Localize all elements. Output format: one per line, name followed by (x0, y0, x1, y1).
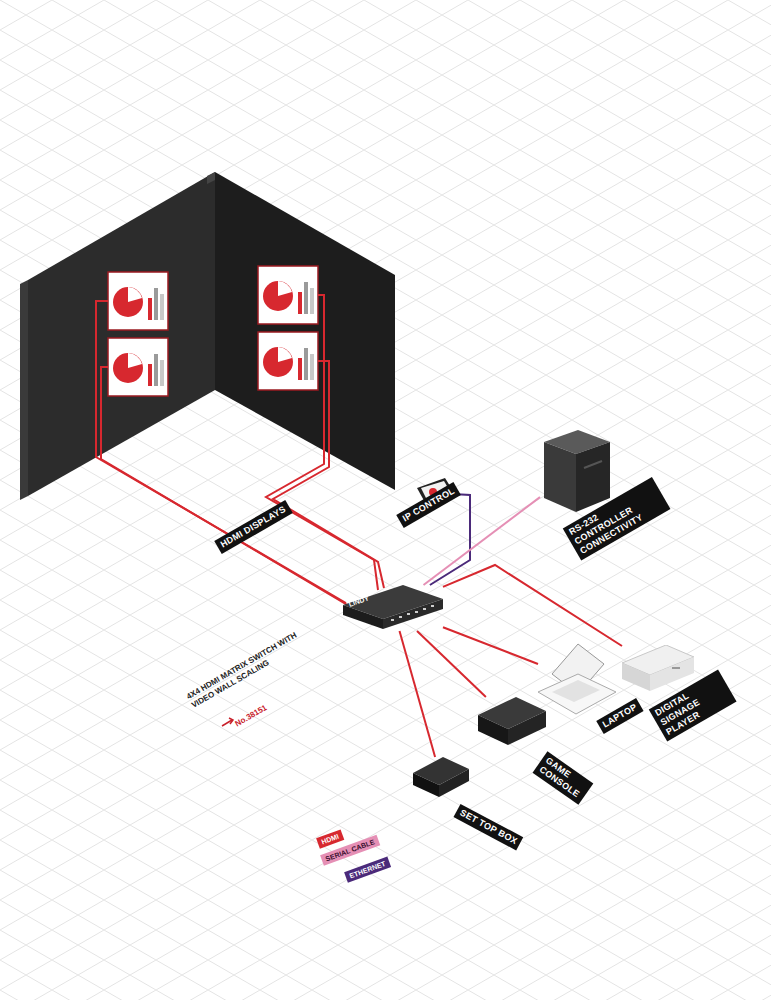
illustration-polygon (576, 442, 610, 512)
illustration-rect (672, 667, 680, 669)
device-tag: GAME CONSOLE (533, 751, 594, 804)
illustration-rect (431, 605, 434, 607)
illustration-polygon (478, 715, 508, 745)
signage-player: DIGITAL SIGNAGE PLAYER (622, 645, 694, 693)
illustration-path (96, 301, 346, 603)
illustration-polygon (20, 280, 28, 500)
device-illustration (343, 585, 443, 631)
tablet: IP CONTROL (415, 478, 457, 508)
illustration-g (391, 605, 434, 621)
illustration-rect (391, 619, 394, 621)
illustration-polygon (343, 605, 383, 629)
illustration-polygon (622, 663, 650, 691)
illustration-polygon (552, 680, 600, 702)
cable (424, 497, 541, 585)
tag-text: HDMI DISPLAYS (219, 504, 288, 549)
cable (400, 631, 436, 757)
illustration-use (258, 266, 318, 324)
cable-tag: HDMI DISPLAYS (214, 500, 292, 554)
illustration-use (108, 272, 168, 330)
device-illustration (478, 697, 546, 747)
illustration-rect (423, 608, 426, 610)
device-illustration (538, 640, 616, 718)
legend-swatch: HDMI (316, 829, 344, 848)
laptop: LAPTOP (538, 640, 616, 718)
illustration-polygon (207, 172, 215, 184)
legend-text: ETHERNET (349, 860, 387, 879)
illustration-g (96, 295, 384, 606)
illustration-polygon (215, 172, 395, 490)
cable (443, 627, 538, 664)
pc-tower: RS-232 CONTROLLER CONNECTIVITY (540, 428, 612, 512)
product-number: No.38151 (234, 703, 269, 729)
illustration-rect (399, 616, 402, 618)
illustration-path (273, 361, 384, 588)
matrix-switch: LINDY (343, 585, 443, 631)
legend-text: HDMI (321, 833, 340, 846)
set-top-box: SET TOP BOX (413, 757, 469, 799)
illustration-polygon (28, 172, 215, 496)
game-console: GAME CONSOLE (478, 697, 546, 747)
cable (417, 631, 486, 697)
device-illustration (413, 757, 469, 799)
product-caption: 4X4 HDMI MATRIX SWITCH WITH VIDEO WALL S… (185, 618, 325, 710)
illustration-line (584, 461, 602, 468)
device-tag: SET TOP BOX (453, 804, 523, 851)
illustration-path (266, 295, 378, 590)
illustration-polygon (383, 599, 443, 629)
device-tag: LAPTOP (596, 698, 643, 734)
illustration-polygon (544, 442, 576, 512)
illustration-polygon (538, 674, 616, 714)
illustration-path (101, 367, 349, 606)
device-illustration (622, 645, 694, 693)
cable (443, 565, 622, 646)
illustration-use (258, 332, 318, 390)
illustration-rect (415, 611, 418, 613)
illustration-polygon (413, 773, 439, 797)
illustration-use (108, 338, 168, 396)
illustration-polygon (439, 769, 469, 797)
illustration-polygon (508, 711, 546, 745)
illustration-path (229, 718, 233, 724)
device-illustration (540, 428, 612, 512)
legend-swatch: ETHERNET (344, 857, 391, 883)
illustration-rect (407, 613, 410, 615)
